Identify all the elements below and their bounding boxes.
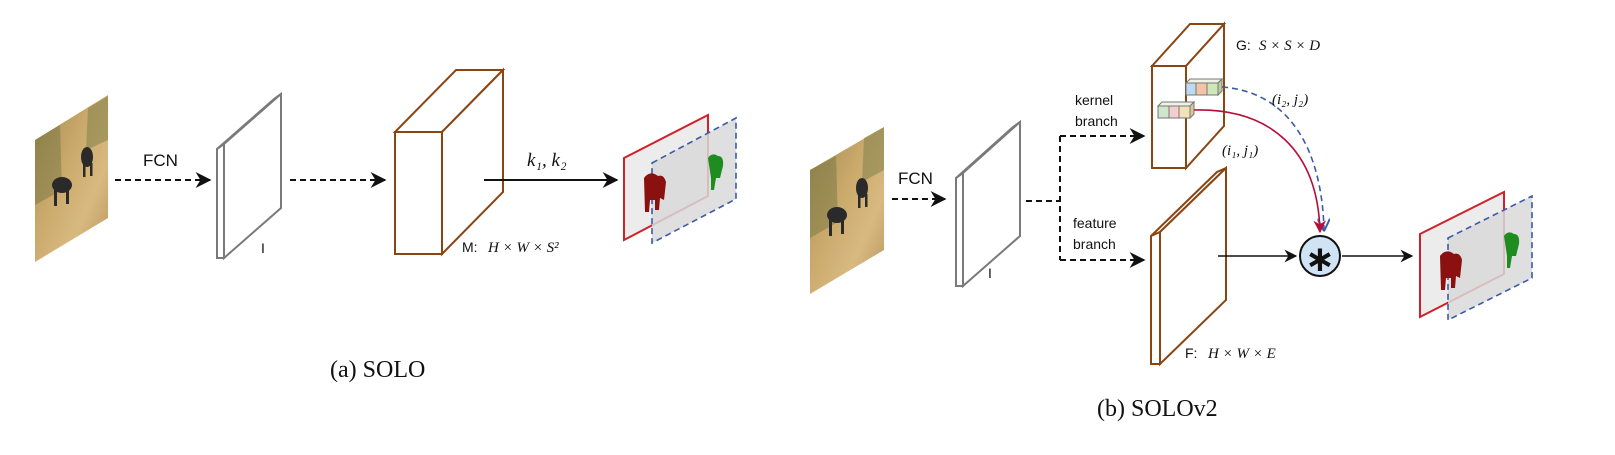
kernel-branch-label-2: branch [1075,113,1118,129]
kernel-cube-upper [1184,77,1224,97]
mask-dims: H × W × S² [487,240,559,256]
red-mask-shape-v2 [1440,251,1462,290]
input-image-v2 [810,127,884,294]
mask-feature-box [392,67,506,257]
input-feature-plane-v2 [955,119,1021,289]
kernel-1-solid-path [1193,109,1327,234]
output-masks-v2 [1419,190,1533,322]
kernel-branch-label-1: kernel [1075,92,1113,108]
index-1-label: (i₁, j₁) [1222,143,1258,159]
solo-panel: FCN I M: H × W × S² k₁, k₂ (a) SOLO [35,67,737,383]
solov2-panel: FCN I kernel branch feature branch G: S … [810,21,1533,422]
input-feature-plane [216,91,282,261]
caption-a: (a) SOLO [330,357,425,383]
output-masks [623,113,737,245]
index-label: k₁, k₂ [527,150,567,171]
kernel-label: G: [1236,37,1251,53]
input-image [35,95,108,262]
input-feature-label: I [261,240,265,256]
green-mask-shape [708,154,724,190]
conv-symbol: ∗ [1305,239,1335,280]
feature-label: F: [1185,345,1197,361]
green-mask-shape-v2 [1504,232,1520,268]
kernel-dims: S × S × D [1259,38,1320,54]
kernel-2-dashed-path [1221,86,1324,230]
dynamic-conv-node: ∗ [1299,235,1341,280]
fcn-label: FCN [143,151,178,170]
branch-split [1026,128,1146,268]
feature-dims: H × W × E [1207,346,1276,362]
caption-b: (b) SOLOv2 [1097,396,1218,422]
red-mask-shape [644,173,666,212]
input-feature-label-v2: I [988,265,992,281]
conv-circle [1299,235,1341,277]
kernel-box [1149,21,1227,171]
zebra-shape [52,147,93,206]
feature-branch-label-2: branch [1073,236,1116,252]
feature-branch-label-1: feature [1073,215,1117,231]
mask-label: M: [462,239,478,255]
zebra-shape-v2 [827,178,868,236]
index-2-label: (i₂, j₂) [1272,92,1308,108]
feature-map-box [1150,165,1227,367]
kernel-cube-lower [1156,100,1196,120]
fcn-label-v2: FCN [898,169,933,188]
